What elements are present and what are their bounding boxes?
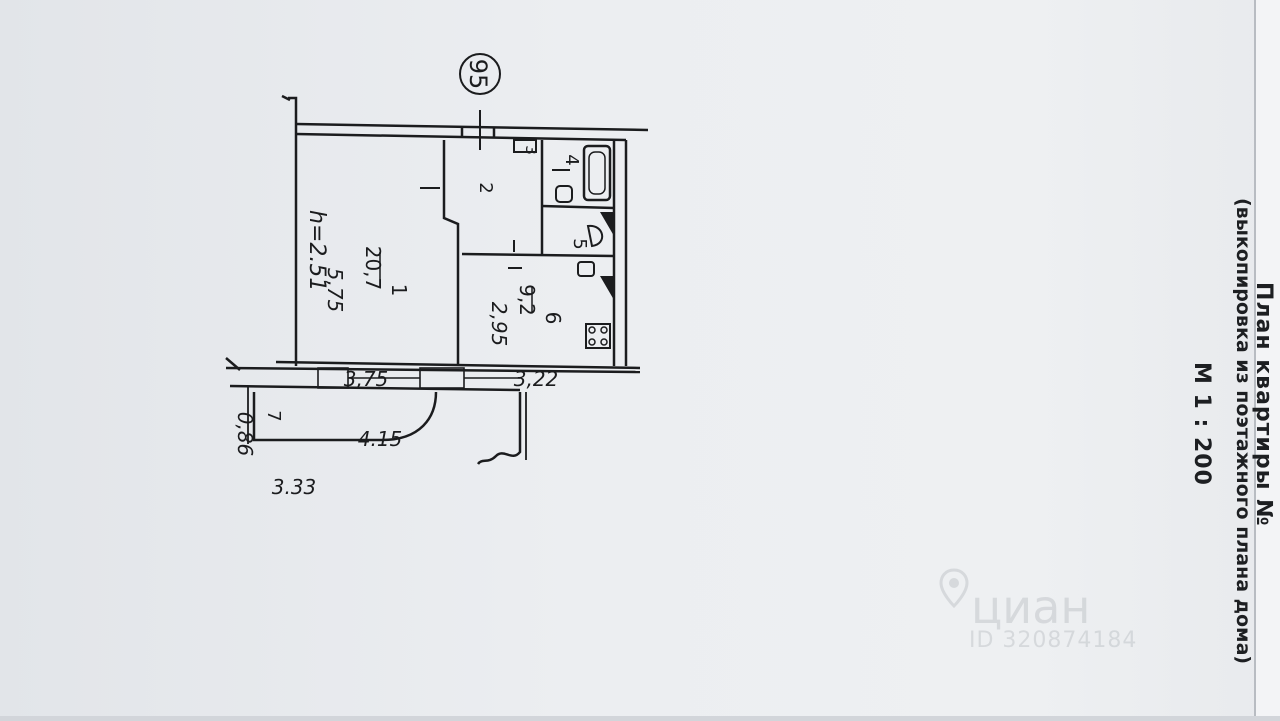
- dim-balcony-inner: 3.33: [272, 475, 317, 499]
- top-wall-outer: [295, 122, 649, 132]
- sink: [555, 185, 573, 203]
- room1-partition: [442, 140, 460, 366]
- dim-kitchen-width: 3,22: [514, 367, 559, 391]
- location-pin-icon: [939, 568, 969, 608]
- stove-burner: [600, 338, 608, 346]
- bathroom-divider: [541, 204, 615, 210]
- stove: [585, 323, 611, 349]
- bottom-wall-outer: [225, 366, 641, 374]
- room3-number: 3: [522, 145, 540, 155]
- room7-number: 7: [263, 410, 284, 421]
- room6-area: 9,2: [515, 284, 539, 316]
- paper-margin: [1256, 0, 1280, 721]
- room1-area: 20,7: [361, 246, 385, 291]
- wall-break-left: [225, 357, 241, 371]
- dim-kitchen-length: 2,95: [487, 302, 511, 347]
- watermark-id: ID 320874184: [969, 628, 1138, 653]
- stove-burner: [600, 326, 608, 334]
- dim-room1-width: 3,75: [344, 367, 389, 391]
- wall-break-bottom: [476, 392, 522, 465]
- paper-bottom-edge: [0, 716, 1280, 721]
- plan-walls: [225, 94, 649, 465]
- stove-burner: [588, 338, 596, 346]
- room3-box: [513, 139, 537, 153]
- vent-shaft: [600, 276, 614, 300]
- dim-room1-length: 5,75: [323, 268, 347, 313]
- kitchen-top-wall: [461, 252, 615, 258]
- dim-balcony-depth: 0,86: [233, 412, 257, 457]
- balcony-outline: [252, 391, 438, 442]
- ceiling-height: h=2.51: [304, 210, 329, 291]
- vent-shaft: [600, 212, 614, 236]
- paper-edge: [1254, 0, 1256, 721]
- toilet: [586, 224, 603, 248]
- dim-balcony-outer: 4.15: [358, 427, 403, 451]
- kitchen-sink: [577, 261, 595, 277]
- bathtub-inner: [588, 151, 606, 195]
- room6-number: 6: [541, 312, 565, 325]
- axis-marker-label: 95: [464, 59, 492, 90]
- room4-number: 4: [561, 154, 582, 165]
- stove-burner: [588, 326, 596, 334]
- top-wall-inner: [295, 132, 627, 142]
- vent-marks: [600, 212, 614, 300]
- room1-number: 1: [387, 284, 411, 297]
- room5-number: 5: [569, 238, 590, 249]
- bathtub: [582, 144, 612, 202]
- watermark-brand: циан: [971, 580, 1091, 634]
- balcony-wall-line: [229, 384, 521, 392]
- axis-marker-circle: [459, 53, 501, 95]
- wall-break-top: [281, 94, 291, 102]
- left-exterior-wall: [288, 96, 298, 366]
- room2-number: 2: [475, 182, 496, 193]
- door-marks: [420, 110, 570, 269]
